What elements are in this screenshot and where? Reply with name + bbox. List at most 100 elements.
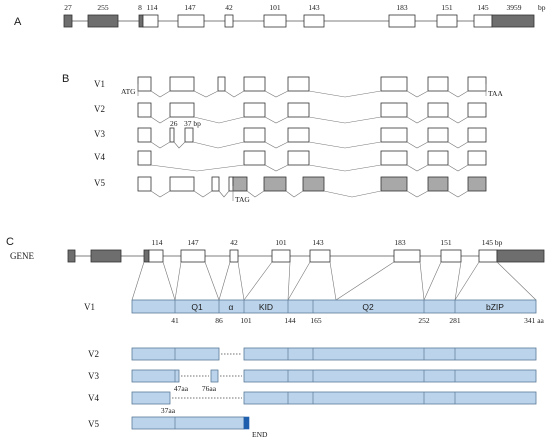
exon-to-protein-mapping <box>131 261 537 301</box>
gene-c-exon-4 <box>148 249 164 263</box>
protein-label-v4: V4 <box>88 393 99 403</box>
v4-splice <box>447 164 469 172</box>
v3-protein-segment <box>210 369 219 383</box>
aa-position: 144 <box>284 316 296 325</box>
gene-a-exon-12 <box>491 14 535 28</box>
v3-splice <box>447 141 469 149</box>
v3-mark: 47aa <box>174 384 189 393</box>
protein-label-v3: V3 <box>88 371 99 381</box>
domain-kid: KID <box>259 302 273 312</box>
gene-a-exon-2 <box>87 14 119 28</box>
v5-exon <box>211 176 220 192</box>
aa-position: 101 <box>240 316 252 325</box>
v4-splice <box>264 164 289 172</box>
gene-a-exon-4 <box>142 14 159 28</box>
exon-size-label: 143 <box>308 3 320 12</box>
variant-label-v4: V4 <box>94 152 105 162</box>
exon-size-label: 151 <box>440 238 452 247</box>
v1-splice <box>150 90 171 98</box>
unit-label: bp <box>538 3 546 12</box>
v2-splice <box>308 116 382 124</box>
gene-a-exon-3 <box>138 14 144 28</box>
v3-splice <box>192 141 245 149</box>
domain-q2: Q2 <box>362 302 374 312</box>
v3-exon <box>380 127 408 143</box>
gene-a-exon-7 <box>263 14 287 28</box>
start-codon-label: ATG <box>121 87 136 96</box>
v2-exon <box>169 102 195 118</box>
gene-c-exon-6 <box>229 249 239 263</box>
gene-a-exon-1 <box>63 14 73 28</box>
gene-c-exon-5 <box>180 249 206 263</box>
v3-exon <box>137 127 152 143</box>
v1-exon <box>380 76 408 92</box>
exon-size-label: 42 <box>225 3 233 12</box>
v2-splice <box>447 116 469 124</box>
v5-splice <box>406 190 429 198</box>
v1-exon <box>427 76 449 92</box>
exon-size-label: 255 <box>97 3 109 12</box>
aa-position: 86 <box>215 316 223 325</box>
aa-position: 341 aa <box>524 316 544 325</box>
stop-codon-label: TAA <box>488 89 503 98</box>
v5-splice <box>246 190 265 198</box>
exon-size-label: 27 <box>64 3 72 12</box>
v5-exon-noncoding <box>302 176 325 192</box>
protein-label-v2: V2 <box>88 349 99 359</box>
v5-splice <box>323 190 382 198</box>
v2-protein-segment <box>243 347 537 361</box>
v3-splice <box>264 141 289 149</box>
v5-splice <box>193 190 213 198</box>
gene-c-exon-7 <box>271 249 291 263</box>
variant-label-v5: V5 <box>94 178 105 188</box>
v3-exon <box>184 127 194 143</box>
v4-exon <box>380 150 408 166</box>
variant-label-v1: V1 <box>94 79 105 89</box>
v3-size-label: 26 <box>170 119 178 128</box>
gene-a-exon-10 <box>436 14 458 28</box>
protein-label-v1: V1 <box>84 302 95 312</box>
exon-size-label: 101 <box>269 3 281 12</box>
gene-c-exon-11 <box>478 249 498 263</box>
gene-a-exon-6 <box>224 14 234 28</box>
v2-splice <box>264 116 289 124</box>
domain-q1: Q1 <box>191 302 203 312</box>
gene-c-exon-9 <box>393 249 421 263</box>
v4-protein-segment <box>131 391 171 405</box>
exon-size-label: 143 <box>312 238 324 247</box>
v5-exon-noncoding <box>427 176 449 192</box>
gene-a-exon-9 <box>388 14 416 28</box>
v1-exon <box>169 76 195 92</box>
v4-exon <box>243 150 266 166</box>
exon-size-label: 3959 <box>507 3 522 12</box>
v3-splice <box>173 141 186 149</box>
v3-exon <box>427 127 449 143</box>
gene-a-exon-5 <box>177 14 205 28</box>
v1-exon <box>217 76 226 92</box>
aa-position: 281 <box>449 316 461 325</box>
v1-exon <box>243 76 266 92</box>
v5-exon <box>137 176 152 192</box>
v1-splice <box>447 90 469 98</box>
v2-exon <box>427 102 449 118</box>
v3-splice <box>150 141 171 149</box>
panel-a-label: A <box>14 16 22 28</box>
v3-protein-segment <box>131 369 180 383</box>
panel-c-label: C <box>6 236 14 248</box>
v1-exon <box>467 76 487 92</box>
v3-exon <box>243 127 266 143</box>
v3-splice <box>308 141 382 149</box>
gene-c-exon-12 <box>496 249 545 263</box>
variant-label-v2: V2 <box>94 104 105 114</box>
domain-alpha: α <box>229 302 234 312</box>
exon-size-label: 145 bp <box>482 238 503 247</box>
v2-splice <box>150 116 171 124</box>
exon-size-label: 147 <box>184 3 196 12</box>
v5-splice <box>218 190 230 198</box>
v2-exon <box>137 102 152 118</box>
v5-stop-label: TAG <box>235 195 250 204</box>
v3-exon <box>169 127 175 143</box>
exon-size-label: 8 <box>138 3 142 12</box>
v3-mark: 76aa <box>202 384 217 393</box>
gene-c-exon-3 <box>143 249 150 263</box>
